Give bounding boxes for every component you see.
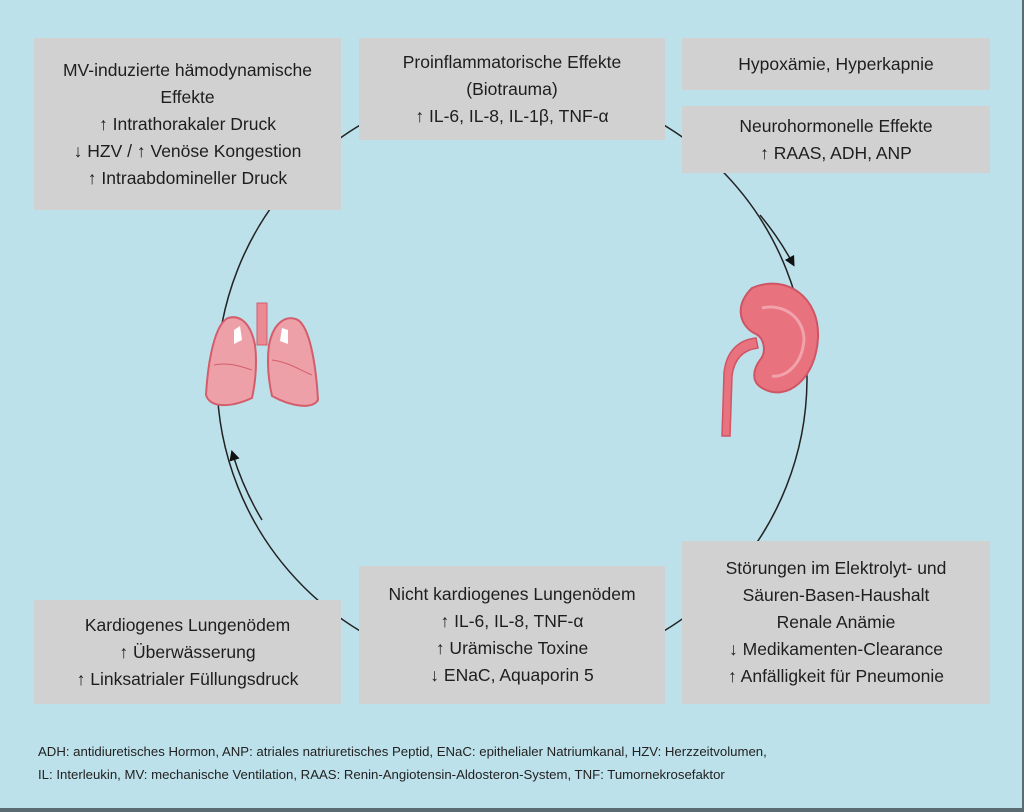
kidney-icon [721, 282, 820, 437]
box-line: ↑ Intraabdomineller Druck [87, 167, 288, 188]
box-line: Kardiogenes Lungenödem [84, 614, 291, 635]
box-line: (Biotrauma) [466, 78, 558, 99]
border-bottom [0, 808, 1024, 812]
footnote-line: ADH: antidiuretisches Hormon, ANP: atria… [38, 744, 767, 759]
abbreviations-footnote: ADH: antidiuretisches Hormon, ANP: atria… [38, 740, 767, 786]
neurohormonal-effects-box: Neurohormonelle Effekte ↑ RAAS, ADH, ANP [682, 106, 990, 173]
box-line: ↑ IL-6, IL-8, TNF-α [440, 611, 584, 631]
box-line: ↑ Urämische Toxine [435, 638, 589, 658]
box-line: ↑ Linksatrialer Füllungsdruck [76, 668, 299, 689]
arrow-to-kidney [759, 214, 795, 267]
box-line: Nicht kardiogenes Lungenödem [388, 584, 636, 604]
noncardiogenic-edema-box: Nicht kardiogenes Lungenödem ↑ IL-6, IL-… [359, 566, 665, 704]
box-line: Neurohormonelle Effekte [739, 115, 933, 136]
box-line: ↓ Medikamenten-Clearance [729, 639, 943, 659]
box-line: Renale Anämie [776, 612, 896, 632]
box-line: Hypoxämie, Hyperkapnie [738, 53, 934, 74]
cardiogenic-edema-box: Kardiogenes Lungenödem ↑ Überwässerung ↑… [34, 600, 341, 704]
box-line: ↑ Überwässerung [119, 641, 256, 662]
electrolyte-disturbances-box: Störungen im Elektrolyt- und Säuren-Base… [682, 541, 990, 704]
mv-hemodynamic-effects-box: MV-induzierte hämodynamische Effekte ↑ I… [34, 38, 341, 210]
box-line: Säuren-Basen-Haushalt [742, 585, 930, 605]
box-line: MV-induzierte hämodynamische [62, 59, 312, 80]
box-line: ↑ IL-6, IL-8, IL-1β, TNF-α [415, 105, 609, 126]
box-line: Effekte [160, 86, 215, 107]
box-line: ↑ RAAS, ADH, ANP [760, 142, 912, 163]
box-line: Störungen im Elektrolyt- und [725, 558, 947, 578]
box-line: ↑ Anfälligkeit für Pneumonie [728, 666, 944, 686]
box-line: ↓ ENaC, Aquaporin 5 [430, 665, 594, 685]
hypoxemia-box: Hypoxämie, Hyperkapnie [682, 38, 990, 90]
arrow-to-lung [229, 449, 263, 521]
box-line: ↑ Intrathorakaler Druck [98, 113, 276, 134]
proinflammatory-effects-box: Proinflammatorische Effekte (Biotrauma) … [359, 38, 665, 140]
footnote-line: IL: Interleukin, MV: mechanische Ventila… [38, 767, 725, 782]
box-line: Proinflammatorische Effekte [402, 51, 622, 72]
box-line: ↓ HZV / ↑ Venöse Kongestion [73, 140, 302, 161]
border-right [1022, 0, 1024, 812]
lung-icon [204, 302, 320, 407]
